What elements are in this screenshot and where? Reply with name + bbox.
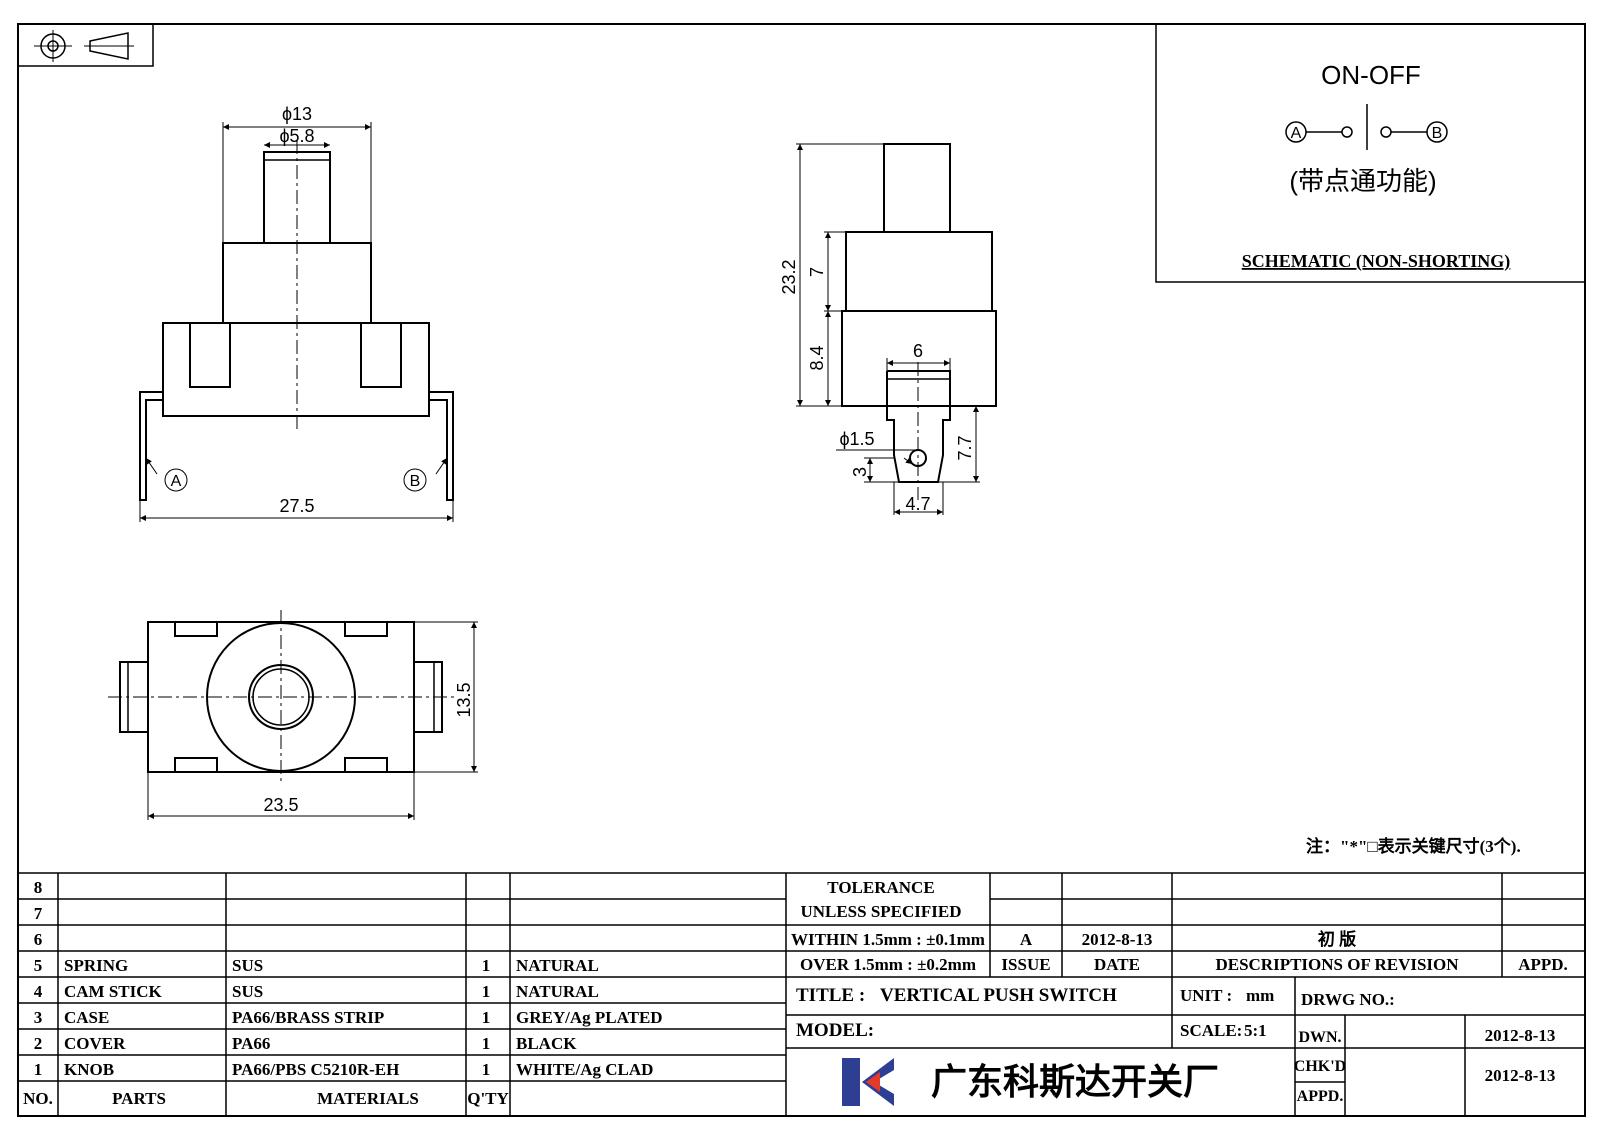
bom-material: SUS <box>232 956 263 975</box>
dim-h232: 23.2 <box>779 259 799 294</box>
revision-header-issue: ISSUE <box>1001 955 1050 974</box>
bom-no: 4 <box>34 982 43 1001</box>
tolerance-block: TOLERANCE UNLESS SPECIFIED WITHIN 1.5mm … <box>791 878 985 974</box>
terminal-b-label: B <box>410 473 421 490</box>
dwn-label: DWN. <box>1298 1029 1341 1046</box>
bom-header-materials: MATERIALS <box>317 1089 419 1108</box>
bom-no: 8 <box>34 878 43 897</box>
bom-qty: 1 <box>482 1008 491 1027</box>
bom-no: 6 <box>34 930 43 949</box>
dim-d13: ϕ13 <box>282 104 312 124</box>
dim-h77: 7.7 <box>955 435 975 460</box>
dim-w47: 4.7 <box>905 494 930 514</box>
schematic-caption: SCHEMATIC (NON-SHORTING) <box>1242 251 1511 272</box>
revision-description: 初 版 <box>1318 929 1356 949</box>
revision-header-date: DATE <box>1094 955 1140 974</box>
tolerance-line4: OVER 1.5mm : ±0.2mm <box>800 955 976 974</box>
scale-value: 5:1 <box>1244 1021 1267 1040</box>
drawing-title: VERTICAL PUSH SWITCH <box>880 985 1117 1006</box>
bom-finish: BLACK <box>516 1034 577 1053</box>
bom-part: COVER <box>64 1034 126 1053</box>
top-view <box>108 610 454 784</box>
tolerance-line1: TOLERANCE <box>827 878 934 897</box>
side-knob <box>883 143 951 233</box>
dim-w275: 27.5 <box>279 496 314 516</box>
dim-w235: 23.5 <box>263 795 298 815</box>
scale-label: SCALE: <box>1180 1021 1242 1040</box>
dim-d15: ϕ1.5 <box>839 429 874 449</box>
tolerance-line3: WITHIN 1.5mm : ±0.1mm <box>791 930 985 949</box>
bom-no: 5 <box>34 956 43 975</box>
key-dimension-note: 注："*"□表示关键尺寸(3个). <box>1306 836 1521 856</box>
side-dims <box>796 143 980 515</box>
title-block: TITLE : VERTICAL PUSH SWITCH UNIT : mm D… <box>796 985 1555 1105</box>
dim-h3: 3 <box>850 467 870 477</box>
company-name: 广东科斯达开关厂 <box>931 1061 1219 1102</box>
bom-header-qty: Q'TY <box>467 1089 509 1108</box>
front-dims <box>139 122 454 522</box>
bom-finish: GREY/Ag PLATED <box>516 1008 663 1027</box>
chkd-date: 2012-8-13 <box>1485 1066 1556 1085</box>
bom-table: 8 7 6 5 4 3 2 1 SPRING CAM STICK CASE CO… <box>23 878 662 1108</box>
schematic-terminal-a: A <box>1291 125 1302 142</box>
bom-no: 7 <box>34 904 43 923</box>
schematic-title: ON-OFF <box>1321 60 1421 90</box>
dim-h7: 7 <box>807 267 827 277</box>
bom-part: CASE <box>64 1008 109 1027</box>
top-dims <box>147 621 478 820</box>
projection-symbol <box>17 23 154 67</box>
bom-finish: NATURAL <box>516 956 599 975</box>
dim-w6: 6 <box>913 341 923 361</box>
front-case <box>162 322 430 417</box>
unit-label: UNIT : <box>1180 986 1232 1005</box>
terminal-a-label: A <box>171 473 182 490</box>
chkd-label: CHK'D <box>1294 1058 1346 1075</box>
schematic-box <box>1155 23 1586 283</box>
bom-no: 3 <box>34 1008 43 1027</box>
tolerance-line2: UNLESS SPECIFIED <box>800 902 961 921</box>
bom-part: KNOB <box>64 1060 114 1079</box>
bom-finish: WHITE/Ag CLAD <box>516 1060 653 1079</box>
bom-material: PA66/PBS C5210R-EH <box>232 1060 399 1079</box>
unit-value: mm <box>1246 986 1274 1005</box>
side-cover <box>845 231 993 312</box>
dim-h135: 13.5 <box>454 682 474 717</box>
bom-material: PA66/BRASS STRIP <box>232 1008 384 1027</box>
bom-part: CAM STICK <box>64 982 163 1001</box>
bom-header-parts: PARTS <box>112 1089 166 1108</box>
revision-header-desc: DESCRIPTIONS OF REVISION <box>1215 955 1459 974</box>
company-logo <box>841 1056 896 1108</box>
dwn-date: 2012-8-13 <box>1485 1026 1556 1045</box>
dim-h84: 8.4 <box>807 345 827 370</box>
bom-material: SUS <box>232 982 263 1001</box>
sheet-border <box>17 23 1586 1117</box>
side-case <box>841 310 997 407</box>
title-label: TITLE : <box>796 985 865 1006</box>
front-view <box>139 140 454 501</box>
bom-part: SPRING <box>64 956 128 975</box>
drwg-no-label: DRWG NO.: <box>1301 990 1395 1009</box>
revision-issue: A <box>1020 930 1033 949</box>
bom-header-no: NO. <box>23 1089 53 1108</box>
bom-material: PA66 <box>232 1034 270 1053</box>
bom-qty: 1 <box>482 982 491 1001</box>
bom-finish: NATURAL <box>516 982 599 1001</box>
bom-qty: 1 <box>482 1060 491 1079</box>
appd-label: APPD. <box>1297 1088 1344 1105</box>
title-block-grid <box>18 872 1585 1116</box>
revision-header-appd: APPD. <box>1518 955 1568 974</box>
bom-qty: 1 <box>482 1034 491 1053</box>
bom-no: 2 <box>34 1034 43 1053</box>
model-label: MODEL: <box>796 1020 874 1041</box>
schematic-terminal-b: B <box>1432 125 1443 142</box>
dim-d58: ϕ5.8 <box>279 126 314 146</box>
schematic-note: (带点通功能) <box>1289 166 1436 196</box>
bom-qty: 1 <box>482 956 491 975</box>
revision-date: 2012-8-13 <box>1082 930 1153 949</box>
bom-no: 1 <box>34 1060 43 1079</box>
revision-block: A 2012-8-13 初 版 ISSUE DATE DESCRIPTIONS … <box>1001 929 1567 974</box>
